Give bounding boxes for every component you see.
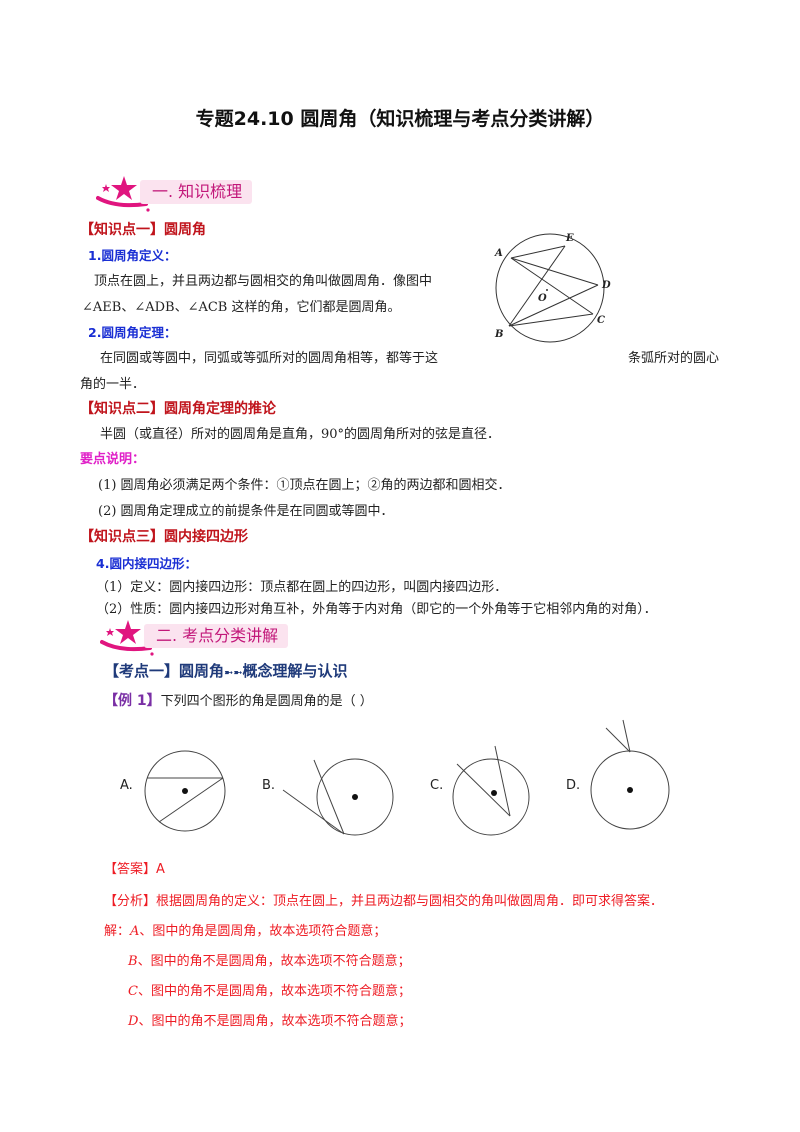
key-notes-heading: 要点说明： bbox=[80, 452, 146, 467]
section-banner-label: 二. 考点分类讲解 bbox=[144, 624, 289, 648]
subheading-cyclic-quadrilateral: 4.圆内接四边形： bbox=[96, 556, 197, 571]
solution-text: 、图中的角不是圆周角，故本选项不符合题意； bbox=[137, 984, 411, 999]
section-banner-exam-points: 二. 考点分类讲解 bbox=[100, 620, 300, 656]
corollary-text: 半圆（或直径）所对的圆周角是直角，90°的圆周角所对的弦是直径． bbox=[100, 427, 501, 442]
option-letter: A bbox=[130, 924, 140, 939]
theorem-line-1b: 条弧所对的圆心 bbox=[628, 351, 720, 366]
option-b-figure bbox=[282, 758, 394, 836]
point-label-a: A bbox=[494, 248, 503, 259]
option-c-label: C. bbox=[430, 778, 444, 793]
solution-line: B、图中的角不是圆周角，故本选项不符合题意； bbox=[128, 950, 411, 969]
double-arrow-icon: ➼➼ bbox=[224, 666, 243, 679]
point-label-e: E bbox=[565, 233, 574, 244]
option-letter: D bbox=[128, 1014, 139, 1029]
example-tag: 【例 1】 bbox=[104, 693, 161, 709]
star-decoration-icon bbox=[96, 176, 150, 212]
definition-line-2: ∠AEB、∠ADB、∠ACB 这样的角，它们都是圆周角。 bbox=[82, 300, 401, 315]
subheading-definition: 1.圆周角定义： bbox=[88, 248, 177, 263]
solution-prefix: 解： bbox=[104, 924, 131, 939]
knowledge-point-2-heading: 【知识点二】圆周角定理的推论 bbox=[80, 401, 276, 417]
option-a-figure bbox=[144, 750, 226, 832]
option-d-figure bbox=[590, 719, 670, 830]
solution-text: 、图中的角不是圆周角，故本选项不符合题意； bbox=[137, 954, 411, 969]
option-letter: C bbox=[128, 984, 138, 999]
knowledge-point-3-heading: 【知识点三】圆内接四边形 bbox=[80, 529, 248, 545]
option-c-figure bbox=[452, 745, 530, 836]
option-a-label: A. bbox=[120, 778, 133, 793]
analysis-line: 【分析】根据圆周角的定义：顶点在圆上，并且两边都与圆相交的角叫做圆周角．即可求得… bbox=[104, 894, 664, 909]
point-label-d: D bbox=[601, 280, 611, 291]
subheading-theorem: 2.圆周角定理： bbox=[88, 325, 177, 340]
option-letter: B bbox=[128, 954, 138, 969]
question-text: 下列四个图形的角是圆周角的是（ ） bbox=[160, 694, 373, 709]
section-banner-knowledge: 一. 知识梳理 bbox=[96, 176, 296, 212]
solution-line: D、图中的角不是圆周角，故本选项不符合题意； bbox=[128, 1010, 411, 1029]
solution-text: 、图中的角是圆周角，故本选项符合题意； bbox=[139, 924, 387, 939]
solution-line: C、图中的角不是圆周角，故本选项不符合题意； bbox=[128, 980, 411, 999]
cyclic-quad-item: （1）定义：圆内接四边形：顶点都在圆上的四边形，叫圆内接四边形． bbox=[96, 580, 508, 595]
point-label-b: B bbox=[494, 329, 503, 340]
exam-point-1-title: 【考点一】圆周角 bbox=[104, 662, 225, 680]
page-title: 专题24.10 圆周角（知识梳理与考点分类讲解） bbox=[195, 108, 605, 130]
point-label-c: C bbox=[597, 315, 605, 326]
definition-line-1: 顶点在圆上，并且两边都与圆相交的角叫做圆周角．像图中 bbox=[94, 274, 433, 289]
key-note-item: (2) 圆周角定理成立的前提条件是在同圆或等圆中． bbox=[98, 504, 394, 519]
example-1-question: 【例 1】下列四个图形的角是圆周角的是（ ） bbox=[104, 690, 373, 710]
exam-point-1-heading: 【考点一】圆周角➼➼概念理解与认识 bbox=[104, 660, 347, 681]
point-label-o: O bbox=[538, 293, 547, 304]
option-d-label: D. bbox=[566, 778, 581, 793]
cyclic-quad-item: （2）性质：圆内接四边形对角互补，外角等于内对角（即它的一个外角等于它相邻内角的… bbox=[96, 602, 657, 617]
answer-line: 【答案】A bbox=[104, 862, 165, 877]
section-banner-label: 一. 知识梳理 bbox=[140, 180, 253, 204]
solution-text: 、图中的角不是圆周角，故本选项不符合题意； bbox=[138, 1014, 412, 1029]
knowledge-point-1-heading: 【知识点一】圆周角 bbox=[80, 222, 206, 238]
theorem-line-1a: 在同圆或等圆中，同弧或等弧所对的圆周角相等，都等于这 bbox=[100, 351, 439, 366]
theorem-line-2: 角的一半． bbox=[80, 377, 146, 392]
star-decoration-icon bbox=[100, 620, 154, 656]
option-b-label: B. bbox=[262, 778, 276, 793]
solution-line: 解：A、图中的角是圆周角，故本选项符合题意； bbox=[104, 920, 386, 939]
inscribed-angle-figure: A E D C B O bbox=[494, 233, 611, 343]
exam-point-1-subtitle: 概念理解与认识 bbox=[242, 662, 348, 680]
key-note-item: (1) 圆周角必须满足两个条件：①顶点在圆上；②角的两边都和圆相交． bbox=[98, 478, 511, 493]
